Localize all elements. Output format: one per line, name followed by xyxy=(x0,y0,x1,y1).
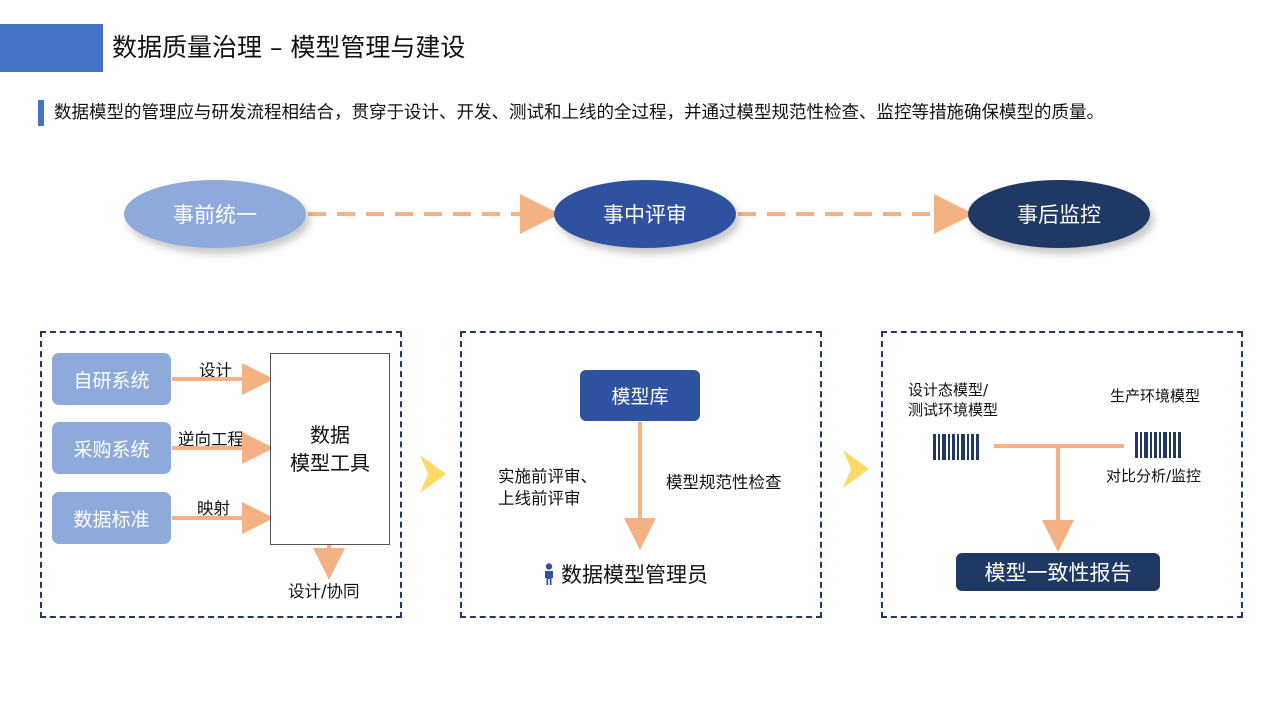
consistency-report: 模型一致性报告 xyxy=(956,553,1160,591)
model-admin-label: 数据模型管理员 xyxy=(561,563,708,587)
stage-before: 事前统一 xyxy=(124,180,306,248)
review-line-2: 上线前评审 xyxy=(498,489,581,508)
test-model-label: 设计态模型/ 测试环境模型 xyxy=(908,380,998,420)
compare-label: 对比分析/监控 xyxy=(1106,467,1202,485)
title-accent-bar xyxy=(0,24,103,72)
arrow-label-reverse-engineering: 逆向工程 xyxy=(178,430,244,449)
page-title: 数据质量治理 – 模型管理与建设 xyxy=(112,33,466,62)
test-model-line-2: 测试环境模型 xyxy=(908,401,999,419)
arrow-label-mapping: 映射 xyxy=(197,499,230,518)
person-icon xyxy=(545,563,553,585)
tool-line-2: 模型工具 xyxy=(290,451,370,475)
review-line-1: 实施前评审、 xyxy=(498,467,597,486)
subtitle-marker xyxy=(38,100,44,126)
panel-during xyxy=(460,331,822,618)
test-model-line-1: 设计态模型/ xyxy=(908,381,989,399)
source-self-developed: 自研系统 xyxy=(52,353,171,405)
panel-after xyxy=(881,331,1243,618)
chevron-right-icon xyxy=(420,455,446,493)
chevron-right-icon xyxy=(843,450,869,488)
arrow-label-design: 设计 xyxy=(199,361,232,380)
model-admin: 数据模型管理员 xyxy=(543,559,708,589)
source-purchased: 采购系统 xyxy=(52,422,171,474)
stage-during: 事中评审 xyxy=(554,180,736,248)
output-label: 设计/协同 xyxy=(288,582,360,601)
barcode-icon xyxy=(1135,432,1181,458)
panel-before xyxy=(40,331,402,618)
data-model-tool: 数据 模型工具 xyxy=(270,353,390,545)
tool-line-1: 数据 xyxy=(310,423,350,447)
barcode-icon xyxy=(933,434,979,460)
stage-after: 事后监控 xyxy=(968,180,1150,248)
source-data-standard: 数据标准 xyxy=(52,492,171,544)
prod-model-label: 生产环境模型 xyxy=(1110,387,1201,405)
check-label: 模型规范性检查 xyxy=(666,473,782,492)
subtitle: 数据模型的管理应与研发流程相结合，贯穿于设计、开发、测试和上线的全过程，并通过模… xyxy=(54,103,1104,123)
model-repository: 模型库 xyxy=(580,370,700,421)
review-label: 实施前评审、 上线前评审 xyxy=(498,466,597,510)
